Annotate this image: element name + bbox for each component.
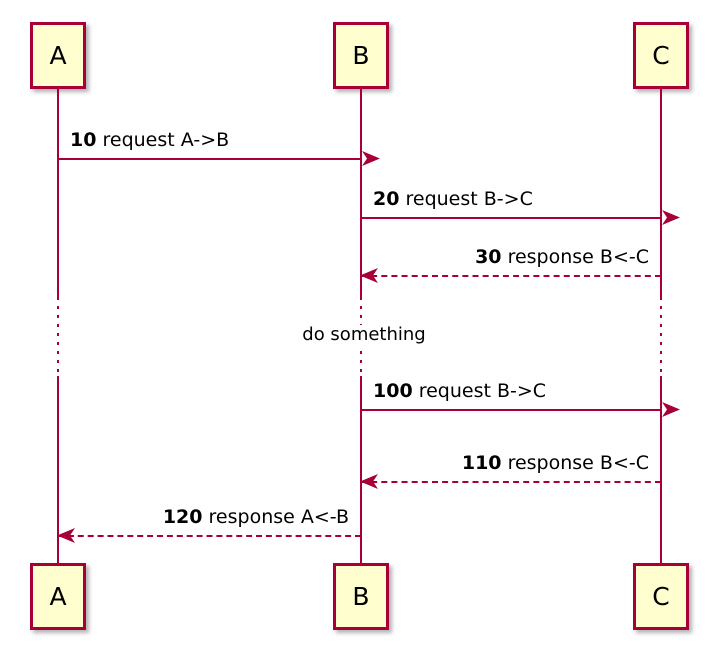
message-120-line — [58, 535, 361, 537]
participant-c-bottom[interactable]: C — [633, 563, 689, 630]
participant-a-bottom[interactable]: A — [30, 563, 86, 630]
message-110-text: response B<-C — [507, 452, 649, 475]
message-10-caption: 10 request A->B — [70, 130, 229, 151]
delay-label: do something — [286, 325, 442, 345]
message-120-text: response A<-B — [208, 506, 349, 529]
message-120-caption: 120 response A<-B — [163, 507, 349, 528]
message-20-caption: 20 request B->C — [373, 189, 533, 210]
message-110-caption: 110 response B<-C — [462, 453, 649, 474]
message-100-line — [361, 409, 661, 411]
message-30-caption: 30 response B<-C — [475, 247, 649, 268]
lifeline-c-lower — [660, 376, 662, 564]
lifeline-b-lower — [360, 376, 362, 564]
lifeline-c-upper — [660, 89, 662, 297]
lifeline-a-gap — [57, 297, 59, 376]
message-110-line — [361, 481, 661, 483]
participant-c-top-label: C — [652, 41, 670, 70]
participant-c-top[interactable]: C — [633, 22, 689, 89]
participant-b-top[interactable]: B — [333, 22, 389, 89]
message-10-line — [58, 158, 361, 160]
message-110-number: 110 — [461, 452, 502, 475]
message-30-number: 30 — [475, 246, 502, 269]
message-30-text: response B<-C — [507, 246, 649, 269]
participant-a-bottom-label: A — [49, 582, 67, 611]
participant-a-top[interactable]: A — [30, 22, 86, 89]
participant-b-top-label: B — [352, 41, 370, 70]
message-100-number: 100 — [373, 380, 413, 403]
participant-a-top-label: A — [49, 41, 67, 70]
lifeline-c-gap — [660, 297, 662, 376]
message-100-text: request B->C — [418, 380, 547, 403]
message-20-line — [361, 217, 661, 219]
participant-b-bottom-label: B — [352, 582, 370, 611]
lifeline-a-lower — [57, 376, 59, 564]
message-30-line — [361, 275, 661, 277]
lifeline-a-upper — [57, 89, 59, 297]
message-20-number: 20 — [373, 188, 400, 211]
participant-b-bottom[interactable]: B — [333, 563, 389, 630]
message-100-caption: 100 request B->C — [373, 381, 546, 402]
lifeline-b-upper — [360, 89, 362, 297]
message-10-text: request A->B — [102, 129, 230, 152]
message-120-number: 120 — [162, 506, 203, 529]
message-20-text: request B->C — [405, 188, 533, 211]
message-10-number: 10 — [70, 129, 97, 152]
participant-c-bottom-label: C — [652, 582, 670, 611]
